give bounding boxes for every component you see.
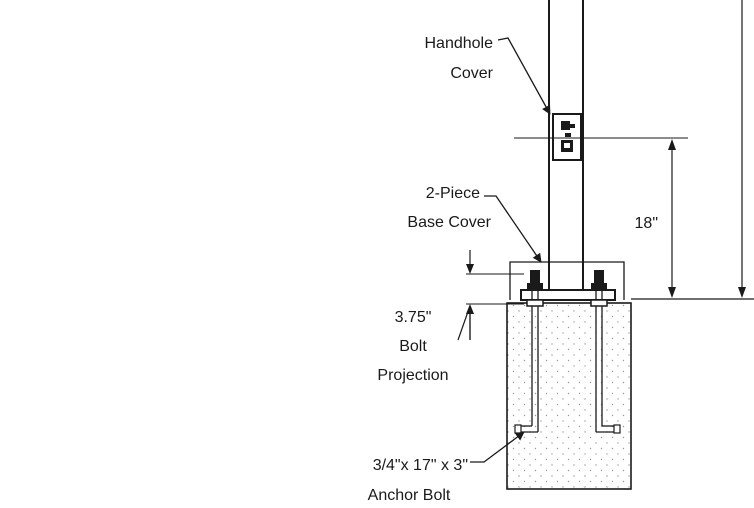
handhole-cover [552, 113, 582, 161]
dimension-18-label: 18" [635, 215, 658, 232]
dimension-18in [668, 139, 676, 298]
base-cover [509, 261, 625, 300]
handhole-label-line2: Cover [450, 65, 493, 82]
base-plate [520, 289, 616, 301]
leader-handhole [497, 37, 551, 115]
pole-shaft [548, 0, 584, 290]
dimension-pole-height [738, 0, 746, 298]
anchor-bolt-label-line1: 3/4"x 17" x 3" [373, 457, 468, 474]
leader-base-cover [484, 195, 542, 263]
bolt-projection-label-line3: Projection [377, 367, 448, 384]
bolt-projection-dim-label: 3.75" [395, 309, 432, 326]
base-cover-label-line1: 2-Piece [426, 185, 480, 202]
leader-anchor-bolt [470, 431, 525, 463]
bolt-projection-label-line2: Bolt [399, 338, 427, 355]
concrete-foundation [506, 302, 632, 490]
base-cover-label-line2: Base Cover [407, 214, 491, 231]
dimension-bolt-projection [457, 250, 524, 341]
anchor-bolt-right [590, 270, 621, 434]
anchor-bolt-label-line2: Anchor Bolt [368, 487, 451, 504]
handhole-label-line1: Handhole [425, 35, 494, 52]
